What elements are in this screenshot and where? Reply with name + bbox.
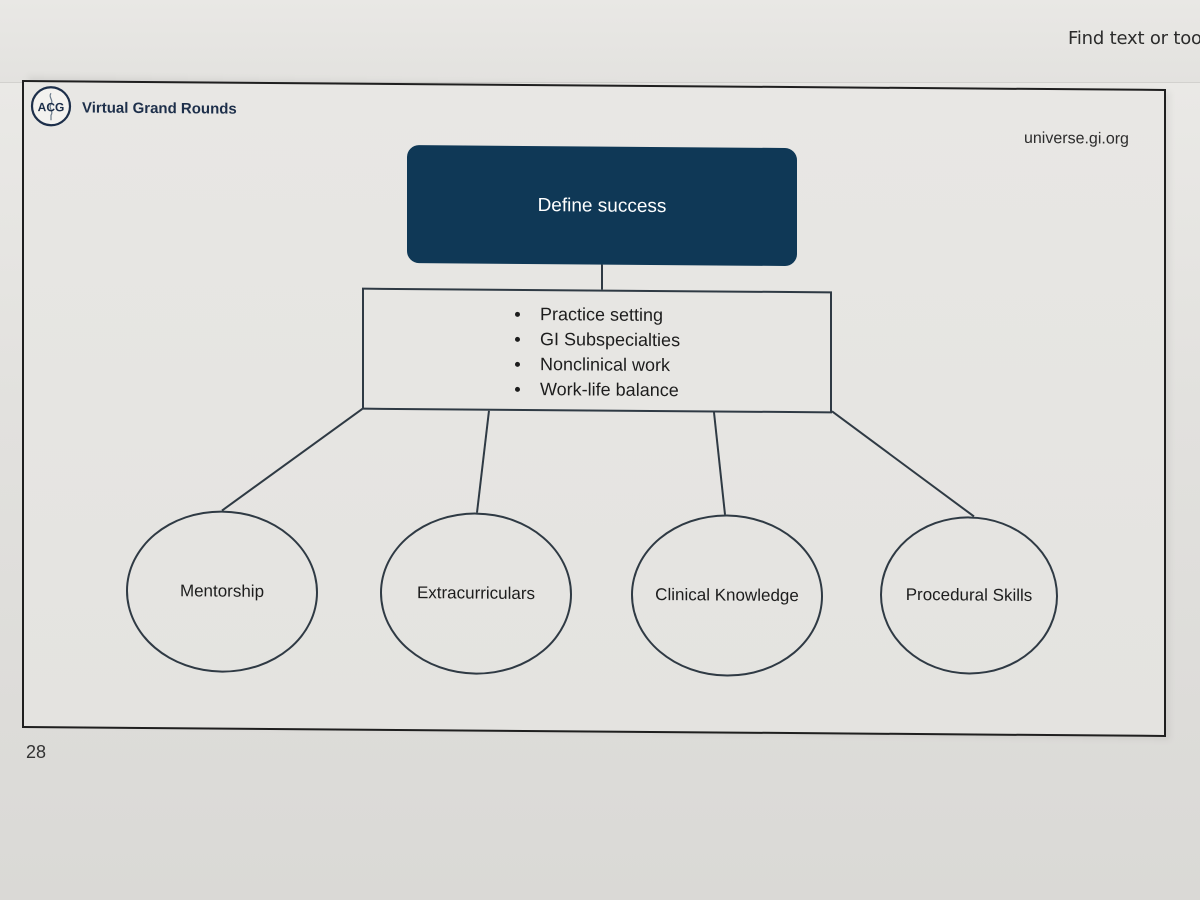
list-item: Practice setting xyxy=(510,302,680,328)
clinical-knowledge-label: Clinical Knowledge xyxy=(655,584,799,606)
extracurriculars-label: Extracurriculars xyxy=(416,583,536,604)
page-number: 28 xyxy=(26,742,47,762)
bullet-icon xyxy=(515,336,520,342)
mentorship-label: Mentorship xyxy=(179,581,265,601)
list-item: GI Subspecialties xyxy=(510,327,680,353)
acg-seal-icon: ACG xyxy=(30,86,72,127)
extracurriculars-circle: Extracurriculars xyxy=(380,511,572,676)
success-factors-box: Practice setting GI Subspecialties Noncl… xyxy=(362,287,832,414)
connector-extracurriculars xyxy=(476,410,490,513)
bullet-icon xyxy=(515,361,520,367)
reader-toolbar: Find text or tool xyxy=(0,0,1200,83)
define-success-box: Define success xyxy=(407,145,797,267)
clinical-knowledge-circle: Clinical Knowledge xyxy=(631,513,823,678)
procedural-skills-circle: Procedural Skills xyxy=(880,515,1058,676)
connector-clinical xyxy=(713,412,726,515)
mentorship-circle: Mentorship xyxy=(126,509,318,674)
slide: ACG Virtual Grand Rounds universe.gi.org… xyxy=(22,80,1166,737)
define-success-label: Define success xyxy=(537,195,667,218)
logo-text: ACG xyxy=(38,100,65,114)
find-text-button[interactable]: Find text or tool xyxy=(1068,28,1200,49)
success-factors-list: Practice setting GI Subspecialties Noncl… xyxy=(510,302,680,403)
connector-mentorship xyxy=(221,406,365,512)
list-item: Work-life balance xyxy=(510,377,680,403)
connector-lines xyxy=(221,264,975,518)
list-item: Nonclinical work xyxy=(510,352,680,378)
bullet-icon xyxy=(515,386,520,392)
bullet-icon xyxy=(515,311,520,317)
acg-logo: ACG xyxy=(30,85,72,127)
procedural-skills-label: Procedural Skills xyxy=(905,584,1033,605)
connector-procedural xyxy=(831,410,975,518)
